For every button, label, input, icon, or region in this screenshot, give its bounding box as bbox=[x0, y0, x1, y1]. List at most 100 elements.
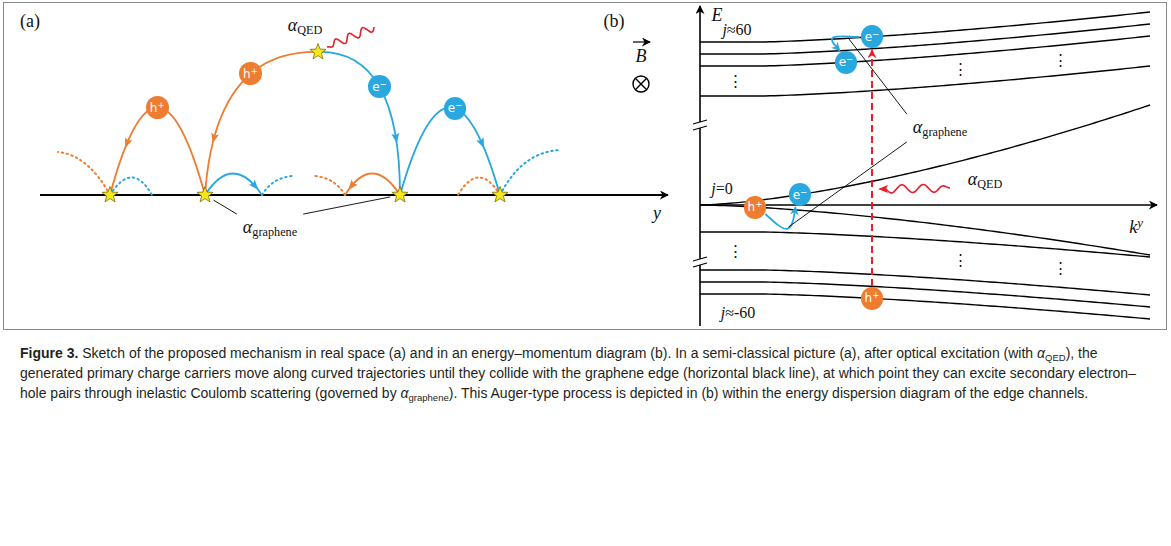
edge-channel-band bbox=[700, 66, 1150, 96]
field-cross bbox=[635, 78, 646, 89]
subscript: graphene bbox=[409, 392, 449, 403]
leader-line bbox=[788, 142, 906, 227]
edge-channel-band bbox=[700, 294, 1150, 319]
coupling-label: αQED bbox=[966, 170, 1005, 190]
superscript: − bbox=[800, 186, 807, 196]
edge-channel-band bbox=[700, 105, 1150, 205]
scattering-star bbox=[392, 187, 408, 202]
trajectory-arrowhead bbox=[345, 180, 358, 193]
carrier-circle: h+ bbox=[239, 62, 262, 85]
leader-line bbox=[849, 39, 907, 115]
field-label: B bbox=[634, 47, 649, 67]
ellipsis-mark: ⋮ bbox=[1051, 53, 1070, 68]
axis-break bbox=[693, 257, 707, 267]
scattering-star bbox=[310, 44, 326, 59]
superscript: − bbox=[846, 54, 853, 64]
symbol-glyph: j bbox=[711, 180, 715, 197]
carrier-circle: e− bbox=[444, 97, 467, 120]
transition-arrow bbox=[832, 36, 860, 50]
carrier-label: h+ bbox=[865, 292, 880, 304]
carrier-circle: e− bbox=[368, 75, 391, 98]
carrier-label: e− bbox=[793, 189, 808, 201]
edge-channel-band bbox=[700, 36, 1150, 66]
carrier-label: e− bbox=[372, 81, 387, 93]
figure-number: Figure 3. bbox=[20, 345, 78, 361]
carrier-circle: e− bbox=[789, 183, 812, 206]
carrier-trajectory bbox=[345, 174, 400, 196]
trajectory-arrowhead bbox=[249, 180, 262, 193]
subscript: QED bbox=[1045, 352, 1066, 363]
symbol-glyph: j bbox=[722, 21, 726, 38]
ellipsis-mark: ⋮ bbox=[951, 253, 970, 268]
superscript: y bbox=[1137, 215, 1143, 230]
carrier-label: e− bbox=[839, 56, 854, 68]
carrier-circle: e− bbox=[861, 25, 884, 48]
edge-channel-band bbox=[700, 12, 1150, 42]
ellipsis-mark: ⋮ bbox=[726, 74, 745, 89]
scattering-star bbox=[197, 187, 213, 202]
vector-arrow bbox=[633, 41, 650, 42]
carrier-label: e− bbox=[448, 102, 463, 114]
carrier-trajectory bbox=[58, 152, 110, 195]
carrier-label: h+ bbox=[748, 201, 763, 213]
graphene-edge bbox=[40, 194, 668, 196]
panel-label: (b) bbox=[602, 12, 627, 32]
carrier-circle: h+ bbox=[146, 96, 169, 119]
trajectory-arrowhead bbox=[391, 133, 400, 144]
superscript: + bbox=[251, 66, 258, 76]
superscript: − bbox=[380, 78, 387, 88]
band-index: j≈-60 bbox=[719, 304, 758, 322]
carrier-circle: e− bbox=[835, 51, 858, 74]
edge-channel-band bbox=[700, 24, 1150, 54]
scattering-star bbox=[102, 187, 118, 202]
carrier-trajectory bbox=[205, 52, 318, 195]
carrier-trajectory bbox=[318, 52, 400, 195]
ellipsis-mark: ⋮ bbox=[726, 244, 745, 259]
symbol-glyph: α bbox=[968, 169, 977, 189]
figure-caption: Figure 3. Sketch of the proposed mechani… bbox=[20, 343, 1150, 403]
trajectory-arrowhead bbox=[209, 132, 219, 144]
field-into-page bbox=[633, 76, 649, 92]
photon-wave bbox=[327, 27, 374, 47]
subscript: graphene bbox=[252, 226, 297, 240]
edge-channel-band bbox=[700, 205, 1150, 255]
ellipsis-mark: ⋮ bbox=[1051, 261, 1070, 276]
carrier-trajectory bbox=[500, 150, 560, 195]
subscript: QED bbox=[977, 178, 1002, 192]
symbol-glyph: α bbox=[913, 117, 922, 137]
band-index: j=0 bbox=[709, 180, 734, 198]
carrier-label: e− bbox=[865, 31, 880, 43]
carrier-label: h+ bbox=[150, 102, 165, 114]
momentum-axis bbox=[700, 204, 1157, 206]
superscript: + bbox=[755, 199, 762, 209]
ellipsis-mark: ⋮ bbox=[951, 62, 970, 77]
band-index: j≈60 bbox=[720, 21, 753, 39]
carrier-trajectory bbox=[205, 174, 262, 196]
coupling-label: αQED bbox=[286, 16, 325, 36]
symbol-glyph: k bbox=[1129, 217, 1137, 237]
trajectory-arrowhead bbox=[878, 185, 888, 193]
carrier-trajectory bbox=[400, 108, 500, 196]
leader-line bbox=[214, 200, 237, 214]
carrier-circle: h+ bbox=[744, 196, 767, 219]
superscript: + bbox=[157, 99, 164, 109]
axis-label: y bbox=[651, 204, 663, 224]
trajectory-arrowhead bbox=[476, 137, 487, 149]
scattering-star bbox=[492, 187, 508, 202]
superscript: − bbox=[872, 28, 879, 38]
trajectory-arrowhead bbox=[121, 137, 132, 149]
coupling-symbol: αQED bbox=[1037, 345, 1066, 361]
carrier-label: h+ bbox=[243, 68, 258, 80]
coupling-symbol: αgraphene bbox=[401, 385, 449, 401]
coupling-label: αgraphene bbox=[241, 218, 299, 238]
symbol-glyph: α bbox=[1037, 345, 1045, 361]
axis-label: ky bbox=[1127, 218, 1145, 238]
panel-label: (a) bbox=[18, 12, 42, 32]
carrier-trajectory bbox=[110, 108, 205, 196]
photon-wave bbox=[886, 184, 950, 192]
superscript: − bbox=[455, 100, 462, 110]
symbol-glyph: α bbox=[243, 217, 252, 237]
